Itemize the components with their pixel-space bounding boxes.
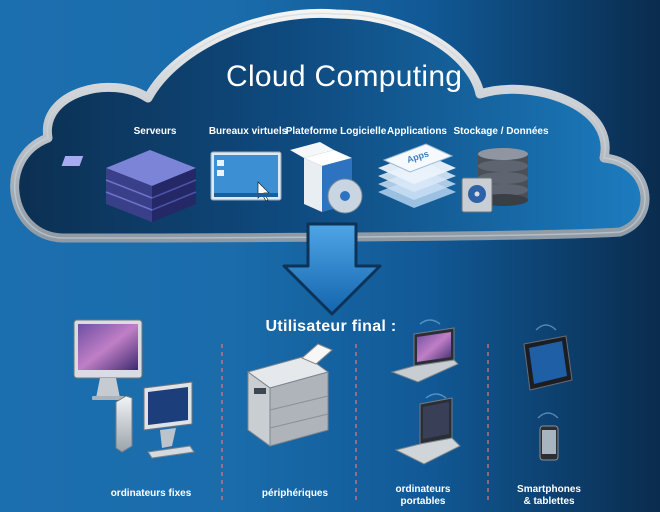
virtual-desktop-icon [210, 151, 282, 202]
database-storage-icon [461, 148, 528, 213]
desktop-tower-icon [115, 381, 195, 459]
down-arrow-icon [282, 222, 382, 316]
group-label-smartphones-line2: & tablettes [523, 496, 575, 507]
software-box-icon [290, 142, 363, 214]
category-label-bureaux-virtuels: Bureaux virtuels [208, 126, 288, 137]
group-label-ordinateurs-fixes: ordinateurs fixes [110, 488, 192, 499]
category-label-plateforme-logicielle: Plateforme Logicielle [285, 126, 387, 137]
group-label-ordinateurs-portables-line1: ordinateurs [395, 484, 451, 495]
server-rack-icon [61, 150, 197, 222]
laptop-icon [390, 319, 459, 383]
smartphone-icon [537, 412, 559, 461]
laptop-icon [394, 393, 461, 465]
category-label-applications: Applications [386, 126, 447, 137]
cloud-title: Cloud Computing [226, 60, 463, 93]
group-label-ordinateurs-portables-line2: portables [400, 496, 446, 507]
tablet-icon [523, 324, 573, 391]
end-user-title: Utilisateur final : [265, 318, 397, 335]
category-label-stockage-donnees: Stockage / Données [453, 126, 549, 137]
group-label-peripheriques: périphériques [261, 488, 329, 499]
group-label-smartphones-line1: Smartphones [517, 484, 581, 495]
apps-stack-icon: Apps [378, 143, 456, 208]
category-label-serveurs: Serveurs [133, 126, 177, 137]
printer-copier-icon [246, 343, 333, 447]
imac-icon [73, 319, 143, 400]
